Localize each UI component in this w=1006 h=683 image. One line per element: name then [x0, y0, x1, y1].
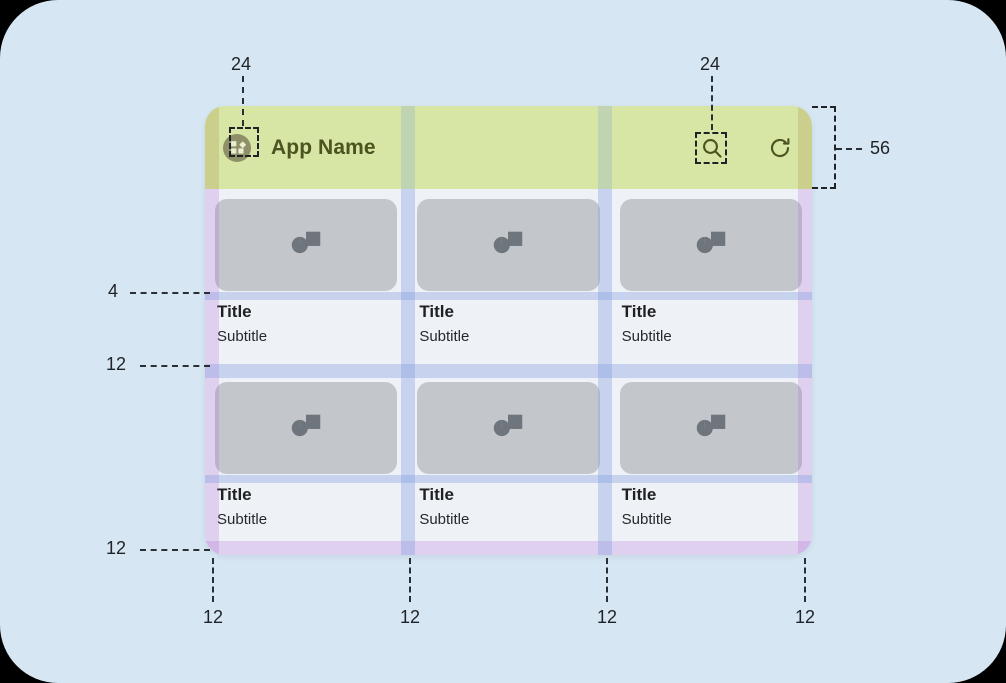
- card-title: Title: [217, 485, 252, 504]
- card[interactable]: Title Subtitle: [609, 189, 812, 372]
- app-bar-leading: App Name: [223, 133, 376, 162]
- card-title: Title: [217, 302, 252, 321]
- card-thumbnail: [215, 199, 398, 291]
- leader-col-margin-4: [804, 558, 806, 602]
- image-placeholder-icon: [696, 231, 726, 254]
- card-thumbnail: [417, 199, 600, 291]
- card-title: Title: [419, 485, 454, 504]
- image-placeholder-icon: [696, 414, 726, 437]
- search-icon[interactable]: [700, 136, 724, 160]
- label-col-margin-4: 12: [795, 607, 816, 627]
- refresh-icon[interactable]: [768, 136, 792, 160]
- leader-title-gap: [130, 292, 210, 294]
- image-placeholder-icon: [291, 414, 321, 437]
- card[interactable]: Title Subtitle: [205, 372, 408, 555]
- card[interactable]: Title Subtitle: [407, 189, 610, 372]
- card-thumbnail: [417, 382, 600, 474]
- leader-appbar-icon-left: [242, 76, 244, 126]
- card-text: Title Subtitle: [407, 291, 609, 345]
- label-title-gap: 4: [108, 281, 119, 301]
- leader-bottom-margin: [140, 549, 210, 551]
- card-text: Title Subtitle: [205, 291, 407, 345]
- leader-appbar-height: [836, 148, 862, 150]
- label-bottom-margin: 12: [106, 538, 127, 558]
- card-row: Title Subtitle Title Subtitle: [205, 189, 812, 372]
- card[interactable]: Title Subtitle: [205, 189, 408, 372]
- card-thumbnail: [215, 382, 398, 474]
- image-placeholder-icon: [494, 231, 523, 254]
- label-appbar-height: 56: [870, 138, 891, 158]
- app-bar-actions: [700, 136, 792, 160]
- card-thumbnail: [619, 382, 802, 474]
- card-subtitle: Subtitle: [621, 327, 672, 345]
- card-thumbnail: [619, 199, 802, 291]
- card-subtitle: Subtitle: [217, 327, 268, 345]
- card-subtitle: Subtitle: [621, 510, 672, 528]
- bbox-search-icon: [695, 132, 727, 164]
- card-title: Title: [621, 485, 657, 504]
- app-title: App Name: [271, 135, 376, 159]
- leader-col-margin-1: [212, 558, 214, 602]
- leader-col-margin-3: [606, 558, 608, 602]
- card-row: Title Subtitle Title Subtitle: [205, 372, 812, 555]
- leader-col-margin-2: [409, 558, 411, 602]
- label-appbar-icon-left: 24: [231, 54, 252, 74]
- card[interactable]: Title Subtitle: [407, 372, 610, 555]
- leader-appbar-icon-right: [711, 76, 713, 130]
- card-title: Title: [621, 302, 657, 321]
- card-title: Title: [419, 302, 454, 321]
- label-col-margin-3: 12: [597, 607, 618, 627]
- card-text: Title Subtitle: [610, 474, 812, 528]
- label-col-margin-2: 12: [400, 607, 421, 627]
- card-subtitle: Subtitle: [217, 510, 268, 528]
- bbox-appbar-avatar: [229, 127, 259, 157]
- card-subtitle: Subtitle: [419, 510, 470, 528]
- image-placeholder-icon: [291, 231, 321, 254]
- bracket-appbar-height: [812, 106, 836, 189]
- card-text: Title Subtitle: [205, 474, 407, 528]
- app-bar: App Name: [205, 106, 812, 189]
- label-col-margin-1: 12: [203, 607, 224, 627]
- card-text: Title Subtitle: [610, 291, 812, 345]
- card-subtitle: Subtitle: [419, 327, 470, 345]
- card-grid: Title Subtitle Title Subtitle: [205, 189, 812, 555]
- card-text: Title Subtitle: [407, 474, 609, 528]
- image-placeholder-icon: [494, 414, 523, 437]
- leader-row-gap: [140, 365, 210, 367]
- label-appbar-icon-right: 24: [700, 54, 721, 74]
- label-row-gap: 12: [106, 354, 127, 374]
- card[interactable]: Title Subtitle: [609, 372, 812, 555]
